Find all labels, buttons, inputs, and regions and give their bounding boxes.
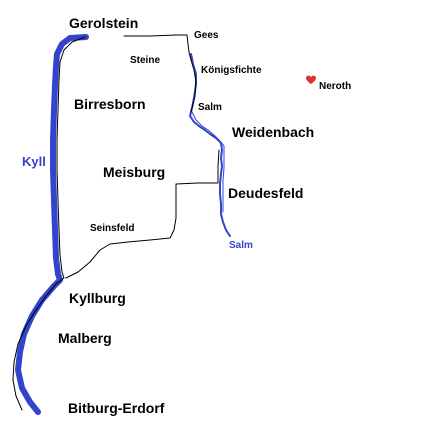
label-malberg: Malberg <box>58 330 112 346</box>
label-deudesfeld: Deudesfeld <box>228 185 303 201</box>
label-salm-station: Salm <box>198 102 222 113</box>
railway-gees-salm <box>123 34 197 113</box>
kyll-river <box>15 34 89 415</box>
label-birresborn: Birresborn <box>74 96 146 112</box>
heart-marker-icon <box>306 75 316 84</box>
label-gerolstein: Gerolstein <box>69 15 138 31</box>
label-seinsfeld: Seinsfeld <box>90 223 134 234</box>
salm-river <box>189 53 231 237</box>
railway-kyll-line <box>12 36 86 411</box>
label-kyll-river: Kyll <box>22 154 46 169</box>
label-weidenbach: Weidenbach <box>232 124 314 140</box>
railway-salm-kyllburg <box>65 149 220 279</box>
label-koenigsfichte: Königsfichte <box>201 65 262 76</box>
label-steine: Steine <box>130 55 160 66</box>
label-gees: Gees <box>194 30 219 41</box>
label-salm-river: Salm <box>229 240 253 251</box>
label-neroth: Neroth <box>319 81 351 92</box>
label-bitburg-erdorf: Bitburg-Erdorf <box>68 400 165 416</box>
salm-river-bank <box>191 111 225 213</box>
label-meisburg: Meisburg <box>103 164 165 180</box>
label-kyllburg: Kyllburg <box>69 290 126 306</box>
